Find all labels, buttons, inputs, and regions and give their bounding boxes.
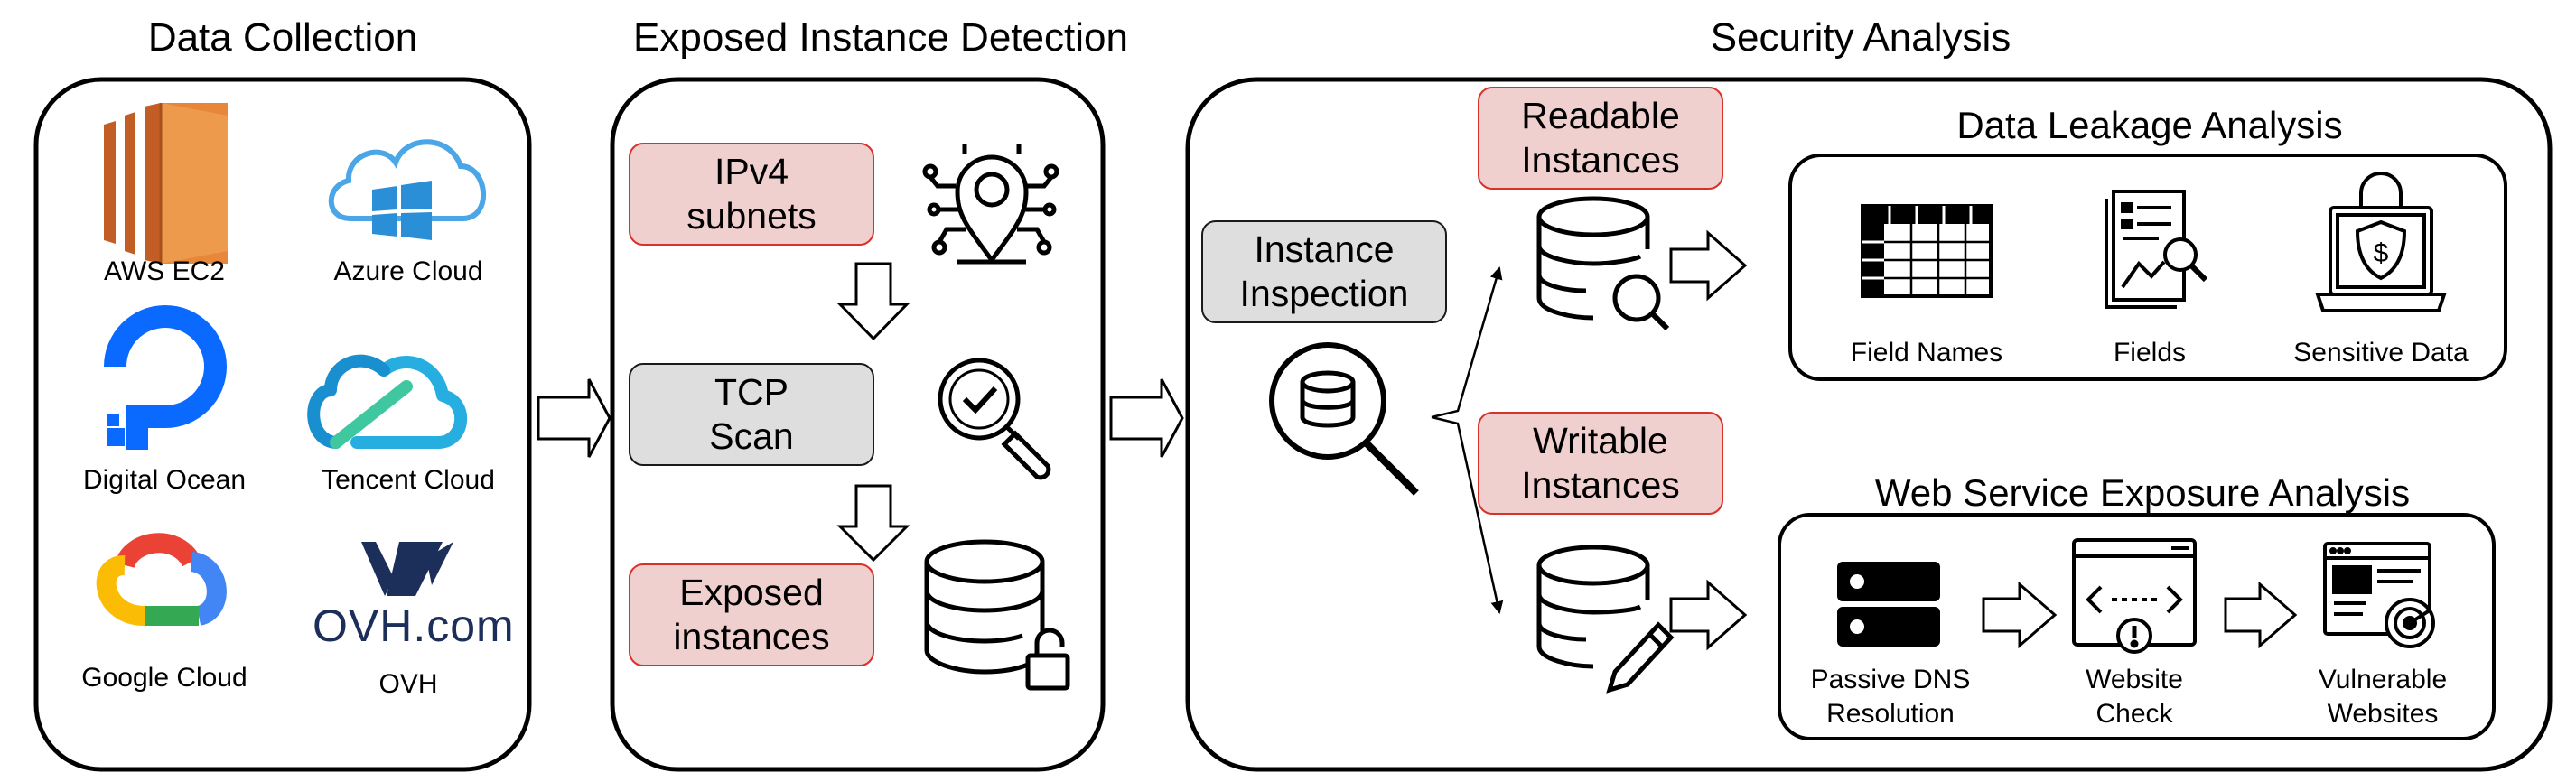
provider-label-ovh: OVH — [378, 669, 438, 699]
provider-label-azure: Azure Cloud — [333, 256, 483, 286]
section-title-security-analysis: Security Analysis — [1710, 15, 2011, 60]
report-search-icon — [2105, 190, 2208, 309]
down-arrow-icon — [836, 484, 910, 563]
database-unlocked-icon — [924, 539, 1070, 691]
writable-instances-line-2: Instances — [1521, 464, 1680, 506]
tcp-scan-line-1: TCP — [714, 370, 789, 413]
security-analysis-panel — [1185, 77, 2553, 772]
block-arrow-icon — [1109, 378, 1184, 458]
tencent-cloud-icon — [307, 354, 468, 449]
sensitive-data-label: Sensitive Data — [2293, 338, 2469, 368]
web-exposure-panel — [1778, 513, 2496, 740]
block-arrow-icon — [2224, 581, 2298, 649]
vulnerable-websites-line-1: Vulnerable — [2318, 665, 2448, 694]
exposed-detection-panel — [610, 77, 1106, 772]
exposed-instances-line-1: Exposed — [679, 571, 824, 613]
block-arrow-icon — [1669, 579, 1748, 651]
branch-connector — [1431, 266, 1503, 419]
fields-label: Fields — [2113, 338, 2187, 368]
ipv4-subnets-line-1: IPv4 — [714, 150, 789, 192]
vulnerable-websites-label: Vulnerable Websites — [2301, 663, 2464, 731]
data-leakage-title: Data Leakage Analysis — [1956, 104, 2343, 146]
database-search-icon — [1536, 196, 1670, 331]
svg-text:$: $ — [2374, 238, 2389, 268]
passive-dns-line-2: Resolution — [1826, 698, 1955, 729]
ipv4-subnets-line-2: subnets — [686, 195, 817, 237]
ipv4-subnets-box: IPv4 subnets — [629, 143, 874, 246]
website-check-line-2: Check — [2095, 698, 2173, 729]
ovh-icon — [361, 542, 453, 596]
section-title-data-collection: Data Collection — [147, 15, 418, 60]
table-icon — [1861, 204, 1993, 298]
instance-inspection-box: Instance Inspection — [1201, 220, 1447, 323]
branch-connector — [1431, 415, 1504, 614]
writable-instances-box: Writable Instances — [1478, 412, 1723, 515]
ovh-logo-wordmark: OVH.com — [313, 600, 515, 651]
server-icon — [1837, 562, 1940, 647]
exposed-instances-line-2: instances — [673, 616, 830, 657]
tcp-scan-line-2: Scan — [709, 415, 794, 457]
readable-instances-box: Readable Instances — [1478, 87, 1723, 190]
location-circuit-icon — [922, 144, 1059, 265]
aws-ec2-icon — [104, 103, 228, 264]
passive-dns-line-1: Passive DNS — [1810, 665, 1971, 694]
provider-label-google: Google Cloud — [81, 663, 247, 693]
azure-cloud-icon — [328, 139, 486, 221]
website-check-label: Website Check — [2062, 663, 2207, 731]
data-leakage-panel — [1788, 154, 2507, 381]
readable-instances-line-1: Readable — [1521, 94, 1680, 136]
magnifier-check-icon — [938, 358, 1051, 480]
windows-logo-icon — [372, 181, 432, 240]
database-search-icon — [1269, 342, 1419, 496]
vulnerable-websites-line-2: Websites — [2327, 698, 2439, 729]
instance-inspection-line-1: Instance — [1254, 228, 1395, 270]
exposed-instances-box: Exposed instances — [629, 563, 874, 666]
data-collection-panel — [33, 77, 532, 772]
block-arrow-icon — [1982, 581, 2058, 649]
website-radar-icon — [2323, 542, 2435, 648]
code-window-warning-icon — [2072, 538, 2197, 654]
block-arrow-icon — [537, 378, 611, 458]
provider-label-aws: AWS EC2 — [104, 256, 225, 286]
provider-label-tencent: Tencent Cloud — [322, 465, 495, 495]
google-cloud-icon — [96, 533, 227, 626]
web-exposure-title: Web Service Exposure Analysis — [1874, 471, 2411, 514]
writable-instances-line-1: Writable — [1533, 419, 1668, 461]
block-arrow-icon — [1669, 229, 1748, 302]
website-check-line-1: Website — [2086, 665, 2183, 694]
passive-dns-label: Passive DNS Resolution — [1796, 663, 1985, 731]
provider-label-digitalocean: Digital Ocean — [82, 465, 247, 495]
tcp-scan-box: TCP Scan — [629, 363, 874, 466]
section-title-exposed-detection: Exposed Instance Detection — [633, 15, 1128, 60]
laptop-lock-icon: $ — [2315, 172, 2447, 312]
down-arrow-icon — [836, 262, 910, 341]
database-edit-icon — [1536, 545, 1675, 694]
instance-inspection-line-2: Inspection — [1239, 273, 1409, 314]
field-names-label: Field Names — [1850, 338, 2003, 368]
digital-ocean-icon — [104, 305, 227, 450]
readable-instances-line-2: Instances — [1521, 139, 1680, 181]
